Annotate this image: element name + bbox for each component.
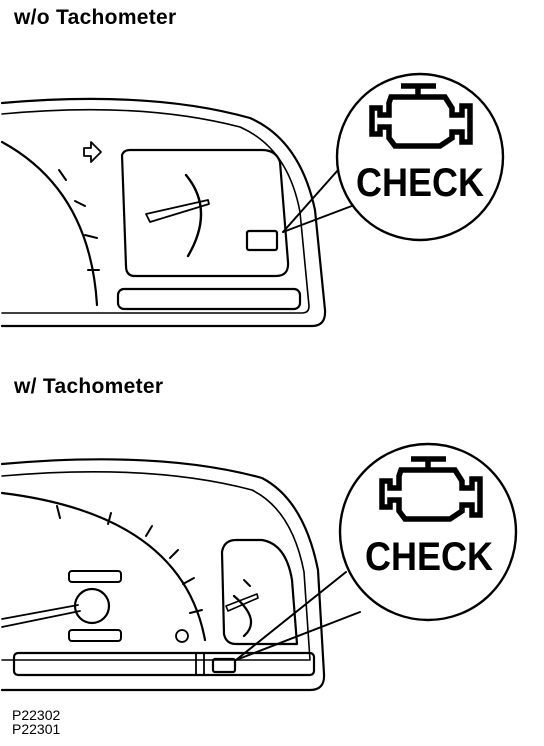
callout-leader [282, 169, 339, 233]
tachometer-label-plate [68, 570, 122, 583]
cluster-housing [0, 97, 327, 328]
engine-icon [379, 456, 483, 522]
heading-without-tachometer: w/o Tachometer [14, 6, 177, 29]
callout-leader [235, 611, 361, 661]
gauge-panel [220, 538, 299, 646]
indicator-strip [116, 287, 302, 311]
tachometer-needle [1, 604, 81, 628]
heading-with-tachometer: w/ Tachometer [14, 375, 164, 398]
indicator-strip [12, 651, 316, 677]
callout-leader [282, 203, 358, 233]
tachometer-dial [0, 491, 207, 642]
check-engine-lamp [211, 657, 237, 674]
engine-icon [369, 83, 473, 149]
figure-codes: P22302 P22301 [12, 708, 60, 736]
indicator-lamp [175, 629, 189, 643]
gauge-panel [120, 148, 290, 278]
tachometer-ticks [56, 505, 203, 614]
turn-signal-arrow-icon [83, 141, 102, 163]
tachometer-hub [73, 587, 111, 625]
gauge-arc [184, 173, 203, 258]
cluster-bezel [1, 470, 311, 661]
cluster-bezel [1, 108, 310, 314]
check-engine-lamp [245, 229, 279, 252]
check-label: CHECK [365, 535, 493, 579]
speedometer-ticks [58, 169, 100, 271]
callout-leader [235, 571, 347, 661]
cluster-housing [0, 458, 326, 692]
gauge-needle [145, 199, 210, 223]
gauge-needle [225, 593, 259, 612]
gauge-arc [232, 594, 253, 638]
figure-code: P22302 [12, 707, 61, 723]
tachometer-odometer-plate [68, 629, 122, 642]
gauge-tick [243, 579, 251, 587]
figure-code: P22301 [12, 721, 61, 737]
cluster-without-tachometer [0, 72, 505, 328]
check-label: CHECK [356, 161, 484, 205]
speedometer-dial [0, 140, 99, 307]
cluster-with-tachometer [0, 442, 518, 692]
